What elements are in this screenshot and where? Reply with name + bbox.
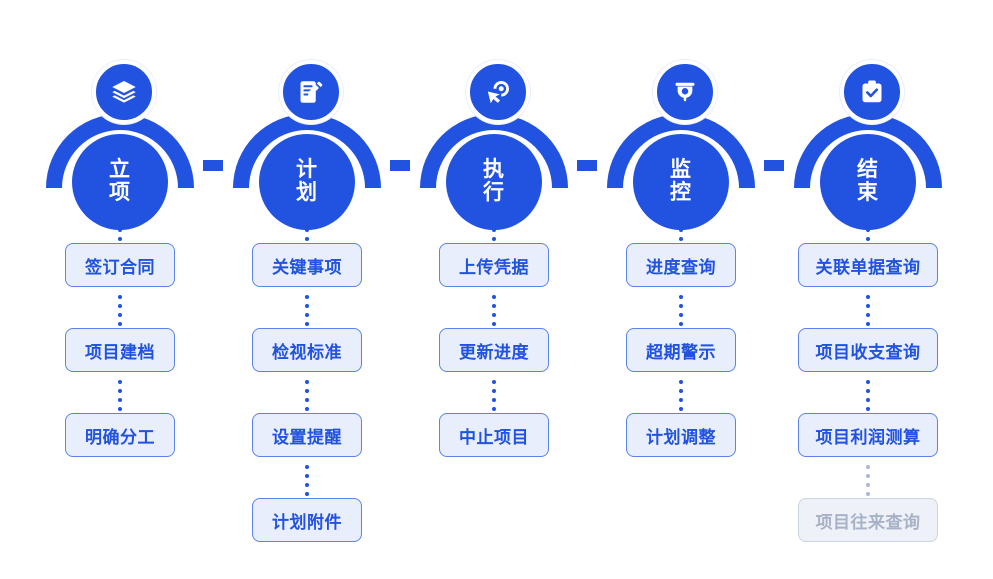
task-item[interactable]: 关联单据查询: [798, 243, 938, 287]
stage-node-label: 结束: [857, 158, 879, 204]
task-item[interactable]: 项目利润测算: [798, 413, 938, 457]
stage-node-label: 立项: [109, 158, 131, 204]
task-item[interactable]: 上传凭据: [439, 243, 549, 287]
connector-dotted-line: [492, 295, 500, 326]
document-edit-icon[interactable]: [279, 60, 343, 124]
stage-node-monitoring[interactable]: 监控: [633, 134, 729, 230]
stage-connector-dash: [203, 160, 223, 171]
task-item[interactable]: 进度查询: [626, 243, 736, 287]
connector-dotted-line: [866, 465, 874, 496]
connector-dotted-line: [679, 380, 687, 411]
layers-icon[interactable]: [92, 60, 156, 124]
task-item[interactable]: 签订合同: [65, 243, 175, 287]
task-item[interactable]: 明确分工: [65, 413, 175, 457]
connector-dotted-line: [492, 380, 500, 411]
cursor-click-icon[interactable]: [466, 60, 530, 124]
connector-dotted-line: [305, 465, 313, 496]
stage-connector-dash: [764, 160, 784, 171]
stage-header-monitoring[interactable]: 监控: [586, 52, 776, 230]
stage-node-label: 执行: [483, 158, 505, 204]
stage-column-execution: 执行上传凭据更新进度中止项目: [399, 0, 589, 579]
stage-header-planning[interactable]: 计划: [212, 52, 402, 230]
connector-dotted-line: [866, 295, 874, 326]
connector-dotted-line: [305, 295, 313, 326]
connector-dotted-line: [866, 380, 874, 411]
connector-dotted-line: [118, 295, 126, 326]
task-item[interactable]: 超期警示: [626, 328, 736, 372]
stage-node-planning[interactable]: 计划: [259, 134, 355, 230]
stage-node-label: 计划: [296, 158, 318, 204]
task-item[interactable]: 计划调整: [626, 413, 736, 457]
task-item[interactable]: 计划附件: [252, 498, 362, 542]
stage-node-initiation[interactable]: 立项: [72, 134, 168, 230]
connector-dotted-line: [305, 380, 313, 411]
stage-column-planning: 计划关键事项检视标准设置提醒计划附件: [212, 0, 402, 579]
stage-connector-dash: [390, 160, 410, 171]
task-item[interactable]: 设置提醒: [252, 413, 362, 457]
stage-node-label: 监控: [670, 158, 692, 204]
stage-connector-dash: [577, 160, 597, 171]
task-item[interactable]: 关键事项: [252, 243, 362, 287]
stage-column-monitoring: 监控进度查询超期警示计划调整: [586, 0, 776, 579]
stage-node-closing[interactable]: 结束: [820, 134, 916, 230]
task-item: 项目往来查询: [798, 498, 938, 542]
stage-header-execution[interactable]: 执行: [399, 52, 589, 230]
connector-dotted-line: [679, 295, 687, 326]
task-item[interactable]: 更新进度: [439, 328, 549, 372]
task-item[interactable]: 项目建档: [65, 328, 175, 372]
stage-header-initiation[interactable]: 立项: [25, 52, 215, 230]
task-item[interactable]: 中止项目: [439, 413, 549, 457]
stage-column-initiation: 立项签订合同项目建档明确分工: [25, 0, 215, 579]
stage-header-closing[interactable]: 结束: [773, 52, 963, 230]
task-item[interactable]: 检视标准: [252, 328, 362, 372]
stage-column-closing: 结束关联单据查询项目收支查询项目利润测算项目往来查询: [773, 0, 963, 579]
clipboard-check-icon[interactable]: [840, 60, 904, 124]
connector-dotted-line: [118, 380, 126, 411]
surveillance-camera-icon[interactable]: [653, 60, 717, 124]
stage-node-execution[interactable]: 执行: [446, 134, 542, 230]
task-item[interactable]: 项目收支查询: [798, 328, 938, 372]
